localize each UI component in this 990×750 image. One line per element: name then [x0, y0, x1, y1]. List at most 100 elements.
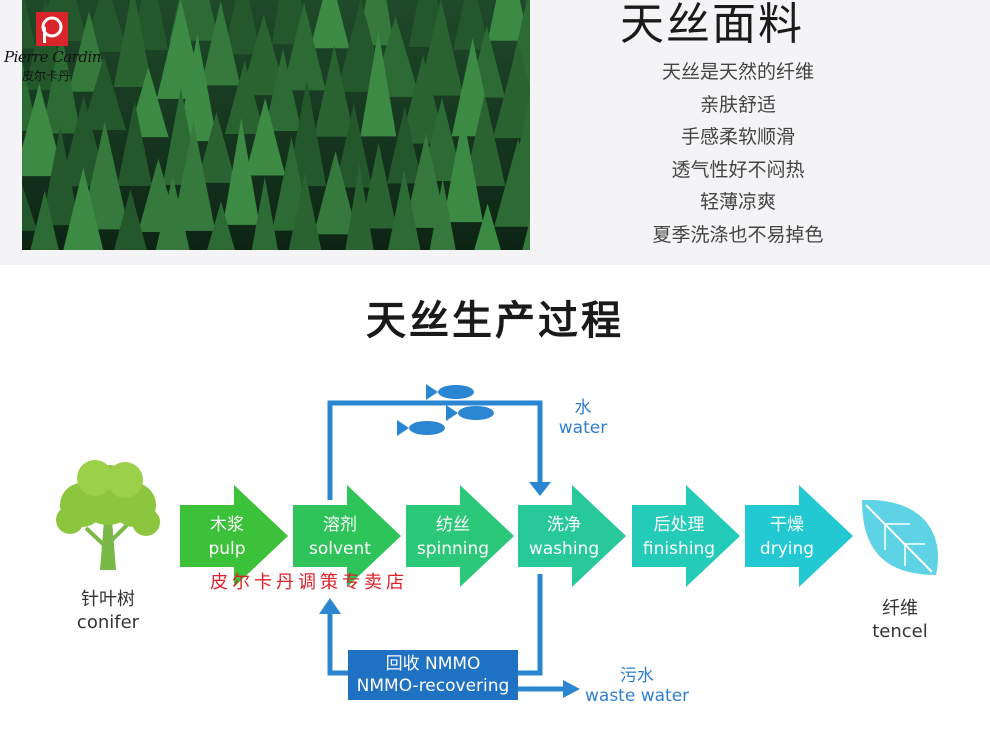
step-arrow-solvent [293, 485, 401, 587]
waste-arrow-head [563, 680, 580, 698]
forest-tree [224, 60, 265, 135]
forest-tree [360, 142, 397, 229]
forest-tree [464, 93, 506, 187]
forest-tree [314, 44, 355, 137]
forest-tree [443, 115, 484, 223]
fabric-title: 天丝面料 [620, 0, 804, 50]
step-solvent-cn: 溶剂 [323, 515, 357, 535]
step-drying-cn: 干燥 [770, 515, 804, 535]
forest-tree [81, 56, 126, 131]
forest-tree [22, 83, 65, 177]
waste-water-label-cn: 污水 [620, 666, 654, 686]
forest-tree [387, 107, 423, 184]
recovery-line [518, 574, 543, 676]
source-label: 针叶树 conifer [58, 588, 158, 634]
waste-water-label-en: waste water [585, 686, 690, 706]
step-finishing: 后处理 finishing [634, 513, 724, 561]
step-solvent-en: solvent [309, 539, 371, 559]
waste-water-label: 污水 waste water [585, 666, 689, 706]
forest-tree [114, 189, 147, 250]
fish-icon [397, 384, 494, 436]
forest-tree [335, 103, 373, 188]
leaf-icon [862, 499, 939, 575]
step-spinning: 纺丝 spinning [408, 513, 498, 561]
forest-tree [493, 42, 530, 139]
forest-tree [404, 133, 448, 228]
recovery-arrow-head [319, 598, 341, 614]
water-label: 水 water [553, 398, 613, 438]
forest-tree [80, 121, 129, 230]
water-label-en: water [558, 418, 608, 438]
brand-script-name: Pierre Cardin [4, 48, 101, 66]
forest-tree [41, 125, 80, 226]
forest-tree [60, 96, 107, 187]
step-washing: 洗净 washing [519, 513, 609, 561]
forest-tree [474, 203, 501, 250]
step-arrow-spinning [406, 485, 514, 587]
forest-tree [429, 179, 456, 250]
forest-tree [345, 163, 374, 250]
forest-tree [400, 55, 446, 144]
step-pulp-cn: 木浆 [210, 515, 244, 535]
forest-tree [201, 1, 241, 86]
flow-lines [319, 400, 580, 698]
step-arrow-finishing [632, 485, 740, 587]
forest-tree [30, 190, 59, 250]
feature-item: 手感柔软顺滑 [680, 126, 795, 148]
step-arrow-drying [745, 485, 853, 587]
source-label-en: conifer [76, 612, 140, 633]
recovery-return-line [327, 612, 348, 676]
tree-icon [56, 460, 160, 570]
forest-tree [240, 14, 287, 96]
feature-item: 轻薄凉爽 [699, 191, 776, 213]
forest-tree [313, 151, 358, 235]
forest-tree [282, 2, 326, 91]
forest-tree [287, 79, 327, 187]
feature-item: 天丝是天然的纤维 [661, 61, 814, 83]
feature-item: 亲肤舒适 [699, 93, 776, 116]
forest-tree [196, 112, 236, 183]
forest-tree [177, 33, 218, 142]
step-drying: 干燥 drying [742, 513, 832, 561]
step-spinning-cn: 纺丝 [436, 515, 470, 535]
forest-tree [113, 0, 153, 87]
process-title: 天丝生产过程 [366, 298, 624, 344]
forest-tree [63, 167, 104, 250]
forest-tree [387, 169, 421, 250]
feature-item: 透气性好不闷热 [671, 158, 805, 181]
product-label-en: tencel [872, 621, 928, 642]
step-finishing-cn: 后处理 [653, 515, 705, 535]
forest-tree [264, 48, 302, 132]
forest-tree [41, 31, 81, 134]
forest-tree [360, 30, 397, 137]
forest-tree [207, 201, 235, 250]
water-label-cn: 水 [574, 398, 592, 418]
forest-tree [171, 122, 216, 231]
store-watermark: 皮尔卡丹调策专卖店 [210, 572, 408, 593]
forest-tree [22, 185, 38, 231]
forest-tree [245, 98, 286, 176]
brand-logo-icon [36, 12, 68, 46]
product-label-cn: 纤维 [882, 598, 918, 619]
forest-tree [223, 0, 261, 55]
forest-tree [155, 175, 190, 250]
step-finishing-en: finishing [642, 539, 716, 559]
forest-tree [418, 0, 464, 96]
forest-photo [22, 0, 530, 250]
forest-tree [22, 0, 36, 49]
water-arrow-head [529, 482, 551, 496]
step-arrow-washing [518, 485, 626, 587]
step-arrow-pulp [180, 485, 288, 587]
forest-tree [494, 139, 530, 227]
step-washing-cn: 洗净 [547, 515, 581, 535]
step-drying-en: drying [759, 539, 815, 559]
forest-tree [310, 0, 350, 49]
forest-tree [453, 0, 490, 50]
nmmo-recovery-en: NMMO-recovering [356, 676, 510, 696]
forest-tree [288, 172, 322, 250]
water-loop-line [327, 400, 543, 500]
forest-tree [487, 0, 529, 41]
feature-list: 天丝是天然的纤维 亲肤舒适 手感柔软顺滑 透气性好不闷热 轻薄凉爽 夏季洗涤也不… [600, 56, 876, 251]
feature-item: 夏季洗涤也不易掉色 [652, 223, 824, 246]
